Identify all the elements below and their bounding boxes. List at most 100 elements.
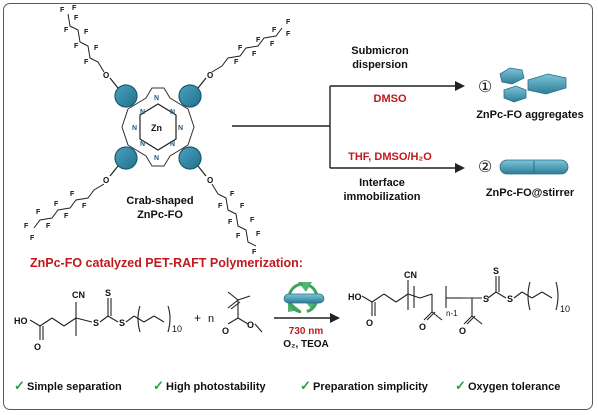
route1-product: ZnPc-FO aggregates [476, 109, 584, 121]
svg-text:O: O [207, 176, 213, 185]
svg-text:F: F [234, 59, 239, 66]
check-icon: ✓ [153, 378, 164, 393]
route1-label-line2: dispersion [352, 59, 408, 71]
recycle-catalyst-icon [283, 282, 325, 314]
monomer-structure [227, 291, 263, 333]
molecule-name-line1: Crab-shaped [126, 195, 193, 207]
route1-solvent: DMSO [374, 93, 407, 105]
benefit-label: Simple separation [27, 381, 122, 393]
svg-text:O: O [207, 71, 213, 80]
route2-solvent: THF, DMSO/H₂O [348, 151, 432, 163]
svg-text:N: N [140, 141, 145, 148]
svg-text:N: N [140, 109, 145, 116]
polymer-cyano: CN [404, 270, 417, 280]
svg-text:F: F [74, 43, 79, 50]
svg-text:F: F [64, 213, 69, 220]
svg-text:F: F [84, 59, 89, 66]
fluoroalkyl-chains [33, 13, 283, 247]
svg-text:F: F [54, 201, 59, 208]
benefit-high-photostability: ✓ High photostability [153, 378, 266, 393]
ring-nitrogen-labels: N N N N N N N N [132, 95, 183, 162]
check-icon: ✓ [455, 378, 466, 393]
svg-text:N: N [132, 125, 137, 132]
monomer-count: n [208, 313, 214, 325]
cta-cyano: CN [72, 290, 85, 300]
check-icon: ✓ [14, 378, 25, 393]
route2-label-line2: immobilization [344, 191, 421, 203]
benefit-oxygen-tolerance: ✓ Oxygen tolerance [455, 378, 560, 393]
svg-text:F: F [286, 19, 291, 26]
svg-text:F: F [228, 219, 233, 226]
svg-text:O: O [103, 71, 109, 80]
cta-carbonyl-oxygen: O [34, 342, 41, 352]
polymer-carbonyl-oxygen: O [366, 318, 373, 328]
svg-text:F: F [230, 191, 235, 198]
svg-text:F: F [36, 209, 41, 216]
cta-sulfur-thione: S [105, 288, 111, 298]
svg-text:F: F [74, 15, 79, 22]
cta-repeat-count: 10 [172, 324, 182, 334]
svg-text:O: O [103, 176, 109, 185]
reaction-arrowhead [330, 313, 340, 323]
monomer-carbonyl-oxygen: O [222, 326, 229, 336]
benefit-simple-separation: ✓ Simple separation [14, 378, 122, 393]
cta-sulfur-2: S [119, 318, 125, 328]
polymer-ester-oxygen-2: O [459, 326, 466, 336]
polymer-hydroxyl: HO [348, 292, 362, 302]
route2-number: ② [478, 159, 492, 176]
cta-sulfur-1: S [93, 318, 99, 328]
polymer-ester-oxygen-1: O [419, 322, 426, 332]
raft-agent-structure [29, 298, 171, 340]
svg-text:F: F [270, 41, 275, 48]
svg-text:F: F [240, 203, 245, 210]
svg-text:F: F [236, 233, 241, 240]
svg-text:F: F [94, 45, 99, 52]
route2-product: ZnPc-FO@stirrer [486, 187, 575, 199]
branch-arrows [232, 81, 465, 173]
svg-text:N: N [170, 141, 175, 148]
svg-text:F: F [60, 7, 65, 14]
svg-text:F: F [82, 203, 87, 210]
plus-sign: + [194, 311, 201, 325]
svg-text:F: F [256, 37, 261, 44]
benefit-label: Preparation simplicity [313, 381, 429, 393]
svg-text:F: F [256, 231, 261, 238]
benefit-label: High photostability [166, 381, 266, 393]
svg-text:F: F [30, 235, 35, 242]
polymer-sulfur-thione: S [493, 266, 499, 276]
svg-text:F: F [238, 45, 243, 52]
polymer-sulfur-2: S [507, 294, 513, 304]
svg-text:F: F [64, 27, 69, 34]
oxygen-labels: O O O O [103, 71, 213, 185]
zinc-phthalocyanine-core [109, 77, 207, 177]
stirrer-bar-icon [499, 159, 569, 175]
polymer-repeat-count: 10 [560, 304, 570, 314]
svg-text:F: F [70, 191, 75, 198]
svg-text:F: F [84, 29, 89, 36]
route2-label-line1: Interface [359, 177, 405, 189]
reaction-conditions: O₂, TEOA [283, 339, 329, 350]
svg-text:N: N [178, 125, 183, 132]
fluorine-labels: F F F F F F F F F F F F F F F F F F F F … [24, 5, 291, 256]
check-icon: ✓ [300, 378, 311, 393]
benefit-label: Oxygen tolerance [468, 381, 560, 393]
svg-text:F: F [72, 5, 77, 12]
polymer-repeat-label: n-1 [446, 309, 458, 318]
svg-text:F: F [46, 223, 51, 230]
polymer-sulfur-1: S [483, 294, 489, 304]
svg-text:F: F [286, 31, 291, 38]
figure-frame [3, 3, 593, 410]
molecule-name-line2: ZnPc-FO [137, 209, 183, 221]
light-wavelength: 730 nm [289, 326, 324, 337]
cta-hydroxyl: HO [14, 316, 28, 326]
route1-number: ① [478, 79, 492, 96]
reaction-title: ZnPc-FO catalyzed PET-RAFT Polymerizatio… [30, 256, 303, 270]
svg-text:N: N [170, 109, 175, 116]
benefit-preparation-simplicity: ✓ Preparation simplicity [300, 378, 429, 393]
svg-text:F: F [252, 51, 257, 58]
polymer-structure [361, 276, 559, 325]
svg-text:F: F [218, 203, 223, 210]
aggregates-icon [499, 67, 567, 103]
svg-text:F: F [24, 223, 29, 230]
